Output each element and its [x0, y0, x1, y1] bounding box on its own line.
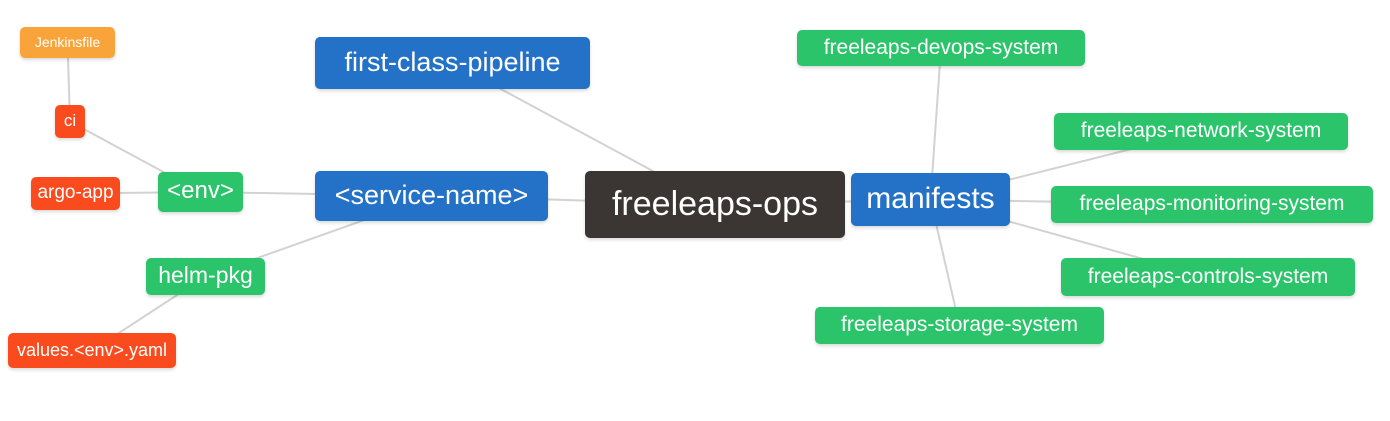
node-argo-app[interactable]: argo-app	[31, 177, 120, 210]
node-service-name[interactable]: <service-name>	[315, 171, 548, 221]
node-jenkinsfile[interactable]: Jenkinsfile	[20, 27, 115, 58]
node-values-env-yaml[interactable]: values.<env>.yaml	[8, 333, 176, 368]
node-env[interactable]: <env>	[158, 172, 243, 212]
node-freeleaps-devops-system[interactable]: freeleaps-devops-system	[797, 30, 1085, 66]
node-ci[interactable]: ci	[55, 105, 85, 138]
node-freeleaps-controls-system[interactable]: freeleaps-controls-system	[1061, 258, 1355, 296]
node-manifests[interactable]: manifests	[851, 173, 1010, 226]
node-freeleaps-monitoring-system[interactable]: freeleaps-monitoring-system	[1051, 186, 1373, 223]
node-freeleaps-ops[interactable]: freeleaps-ops	[585, 171, 845, 238]
node-first-class-pipeline[interactable]: first-class-pipeline	[315, 37, 590, 89]
node-helm-pkg[interactable]: helm-pkg	[146, 258, 265, 295]
node-freeleaps-storage-system[interactable]: freeleaps-storage-system	[815, 307, 1104, 344]
node-freeleaps-network-system[interactable]: freeleaps-network-system	[1054, 113, 1348, 150]
